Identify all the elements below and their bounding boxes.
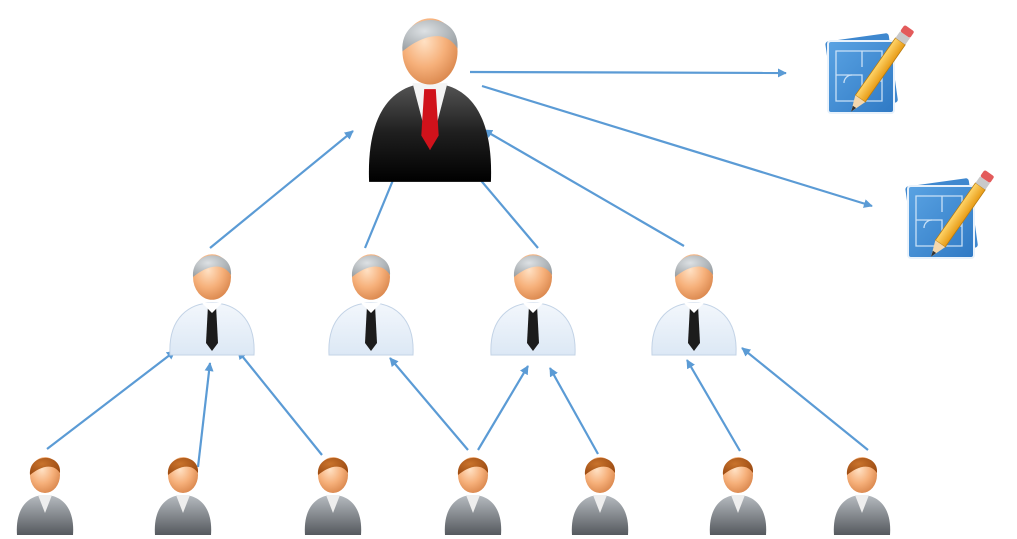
executive-icon bbox=[368, 18, 492, 182]
arrow-executive-to-plan-1 bbox=[469, 68, 787, 78]
arrow-manager-4-to-executive bbox=[483, 129, 685, 247]
arrow-worker-1-to-manager-1 bbox=[46, 350, 176, 450]
manager-icon bbox=[328, 254, 414, 356]
arrow-worker-4-to-manager-2 bbox=[389, 357, 469, 451]
manager-icon bbox=[490, 254, 576, 356]
blueprint-pencil-icon bbox=[825, 25, 914, 114]
arrow-worker-4-to-manager-3 bbox=[477, 365, 529, 451]
worker-icon bbox=[304, 457, 362, 535]
arrow-worker-3-to-manager-1 bbox=[237, 350, 323, 456]
arrow-worker-6-to-manager-4 bbox=[686, 359, 741, 452]
arrow-worker-2-to-manager-1 bbox=[196, 362, 214, 468]
worker-icon bbox=[154, 457, 212, 535]
worker-icon bbox=[833, 457, 891, 535]
worker-icon bbox=[444, 457, 502, 535]
manager-icon bbox=[169, 254, 255, 356]
manager-icon bbox=[651, 254, 737, 356]
edges-layer bbox=[46, 68, 873, 468]
arrow-manager-1-to-executive bbox=[209, 130, 354, 249]
worker-icon bbox=[571, 457, 629, 535]
worker-icon bbox=[709, 457, 767, 535]
worker-icon bbox=[16, 457, 74, 535]
arrow-executive-to-plan-2 bbox=[481, 84, 873, 208]
arrow-worker-7-to-manager-4 bbox=[741, 347, 869, 451]
arrow-worker-5-to-manager-3 bbox=[549, 367, 599, 455]
nodes-layer bbox=[16, 18, 994, 535]
blueprint-pencil-icon bbox=[905, 170, 994, 259]
